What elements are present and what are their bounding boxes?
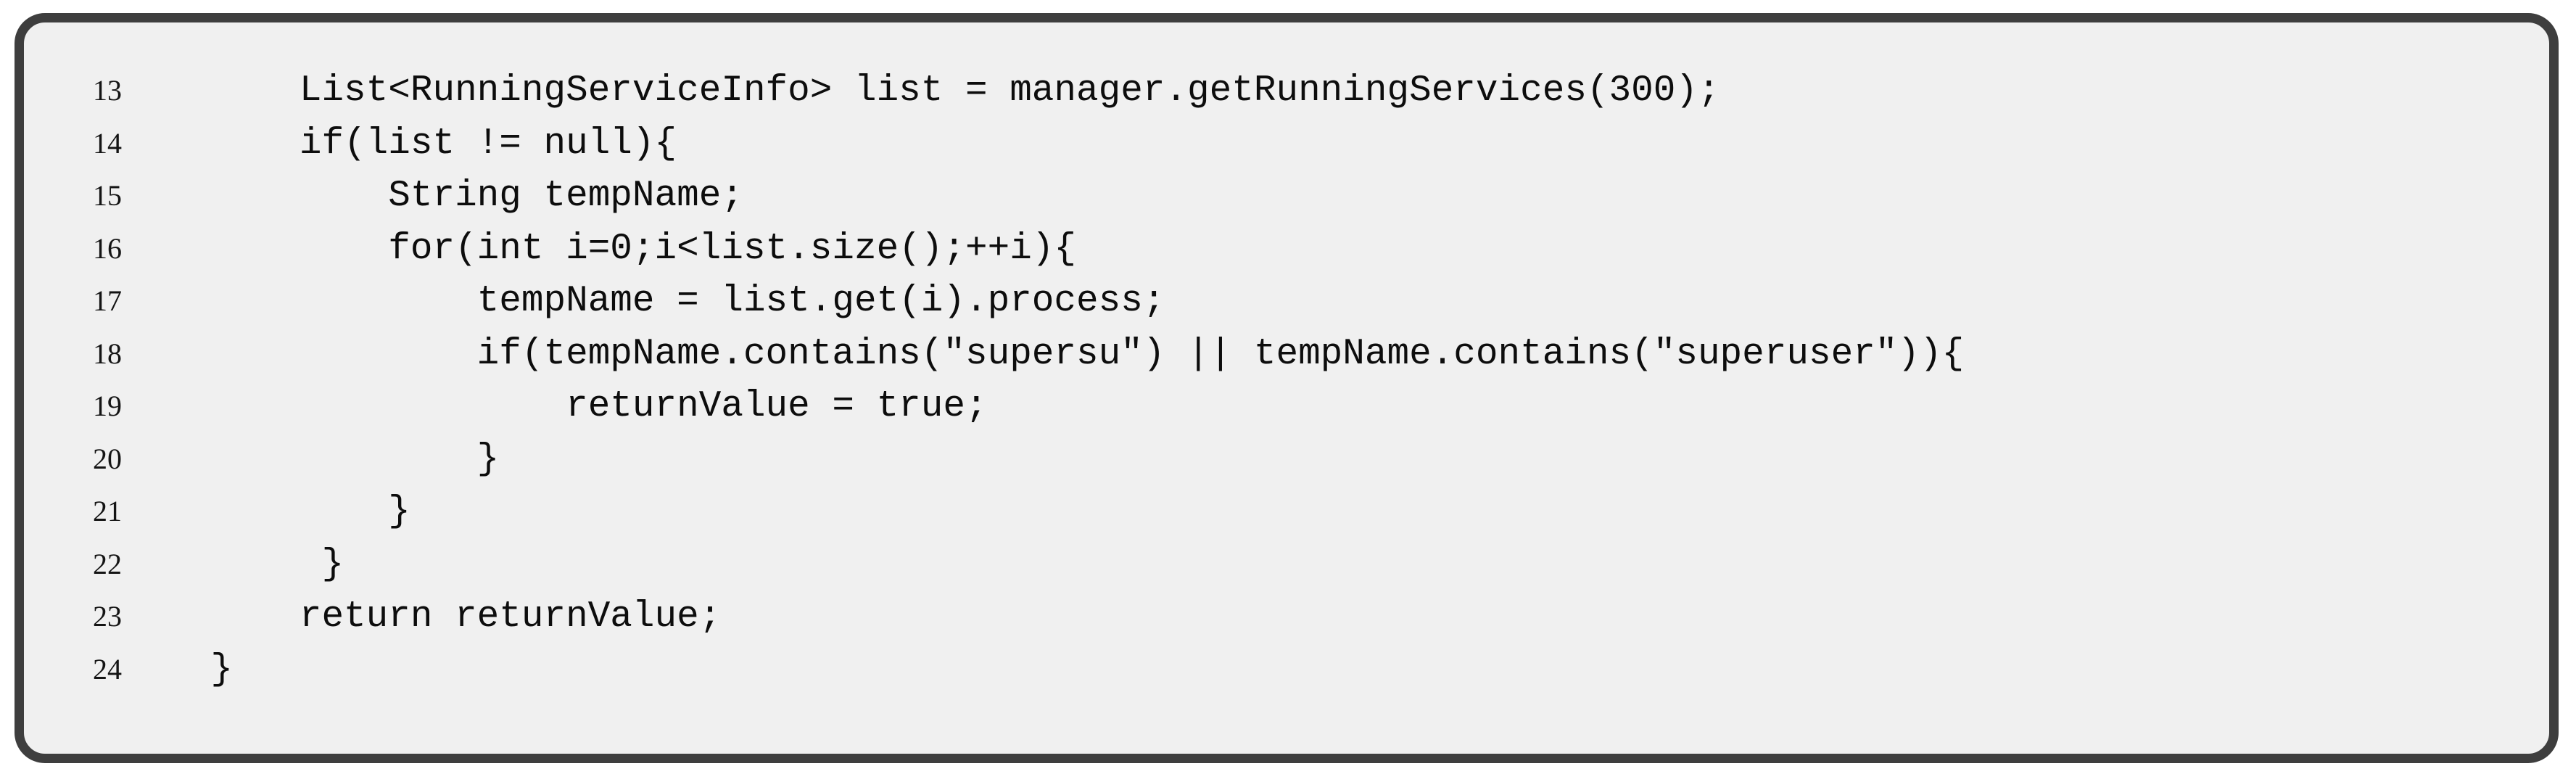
line-number: 18 — [93, 337, 122, 370]
code-text: } — [122, 543, 344, 585]
line-number: 20 — [93, 442, 122, 475]
code-listing-frame: 13 List<RunningServiceInfo> list = manag… — [15, 13, 2559, 763]
code-line: 22 } — [93, 538, 2520, 591]
code-text: return returnValue; — [122, 596, 722, 638]
code-listing: 13 List<RunningServiceInfo> list = manag… — [24, 22, 2549, 754]
code-line: 23 return returnValue; — [93, 590, 2520, 643]
line-number: 16 — [93, 231, 122, 265]
code-line: 13 List<RunningServiceInfo> list = manag… — [93, 65, 2520, 118]
code-text: } — [122, 491, 410, 532]
code-text: tempName = list.get(i).process; — [122, 281, 1165, 322]
code-line: 14 if(list != null){ — [93, 118, 2520, 170]
line-number: 19 — [93, 390, 122, 422]
code-text: List<RunningServiceInfo> list = manager.… — [122, 70, 1720, 112]
code-line: 18 if(tempName.contains("supersu") || te… — [93, 328, 2520, 381]
code-text: if(tempName.contains("supersu") || tempN… — [122, 333, 1965, 375]
code-text: for(int i=0;i<list.size();++i){ — [122, 228, 1077, 270]
code-text: String tempName; — [122, 176, 743, 217]
line-number: 17 — [93, 284, 122, 317]
code-line: 20 } — [93, 433, 2520, 486]
line-number: 21 — [93, 495, 122, 527]
line-number: 14 — [93, 126, 122, 160]
code-text: } — [122, 438, 500, 480]
code-line: 15 String tempName; — [93, 170, 2520, 223]
code-line: 24 } — [93, 643, 2520, 696]
code-text: } — [122, 649, 234, 691]
line-number: 15 — [93, 179, 122, 212]
line-number: 22 — [93, 547, 122, 580]
code-line: 21 } — [93, 485, 2520, 538]
line-number: 24 — [93, 652, 122, 686]
line-number: 13 — [93, 74, 122, 107]
code-text: returnValue = true; — [122, 386, 988, 427]
code-line: 16 for(int i=0;i<list.size();++i){ — [93, 223, 2520, 276]
code-line: 19 returnValue = true; — [93, 380, 2520, 433]
code-text: if(list != null){ — [122, 123, 677, 165]
line-number: 23 — [93, 600, 122, 633]
code-line: 17 tempName = list.get(i).process; — [93, 275, 2520, 328]
